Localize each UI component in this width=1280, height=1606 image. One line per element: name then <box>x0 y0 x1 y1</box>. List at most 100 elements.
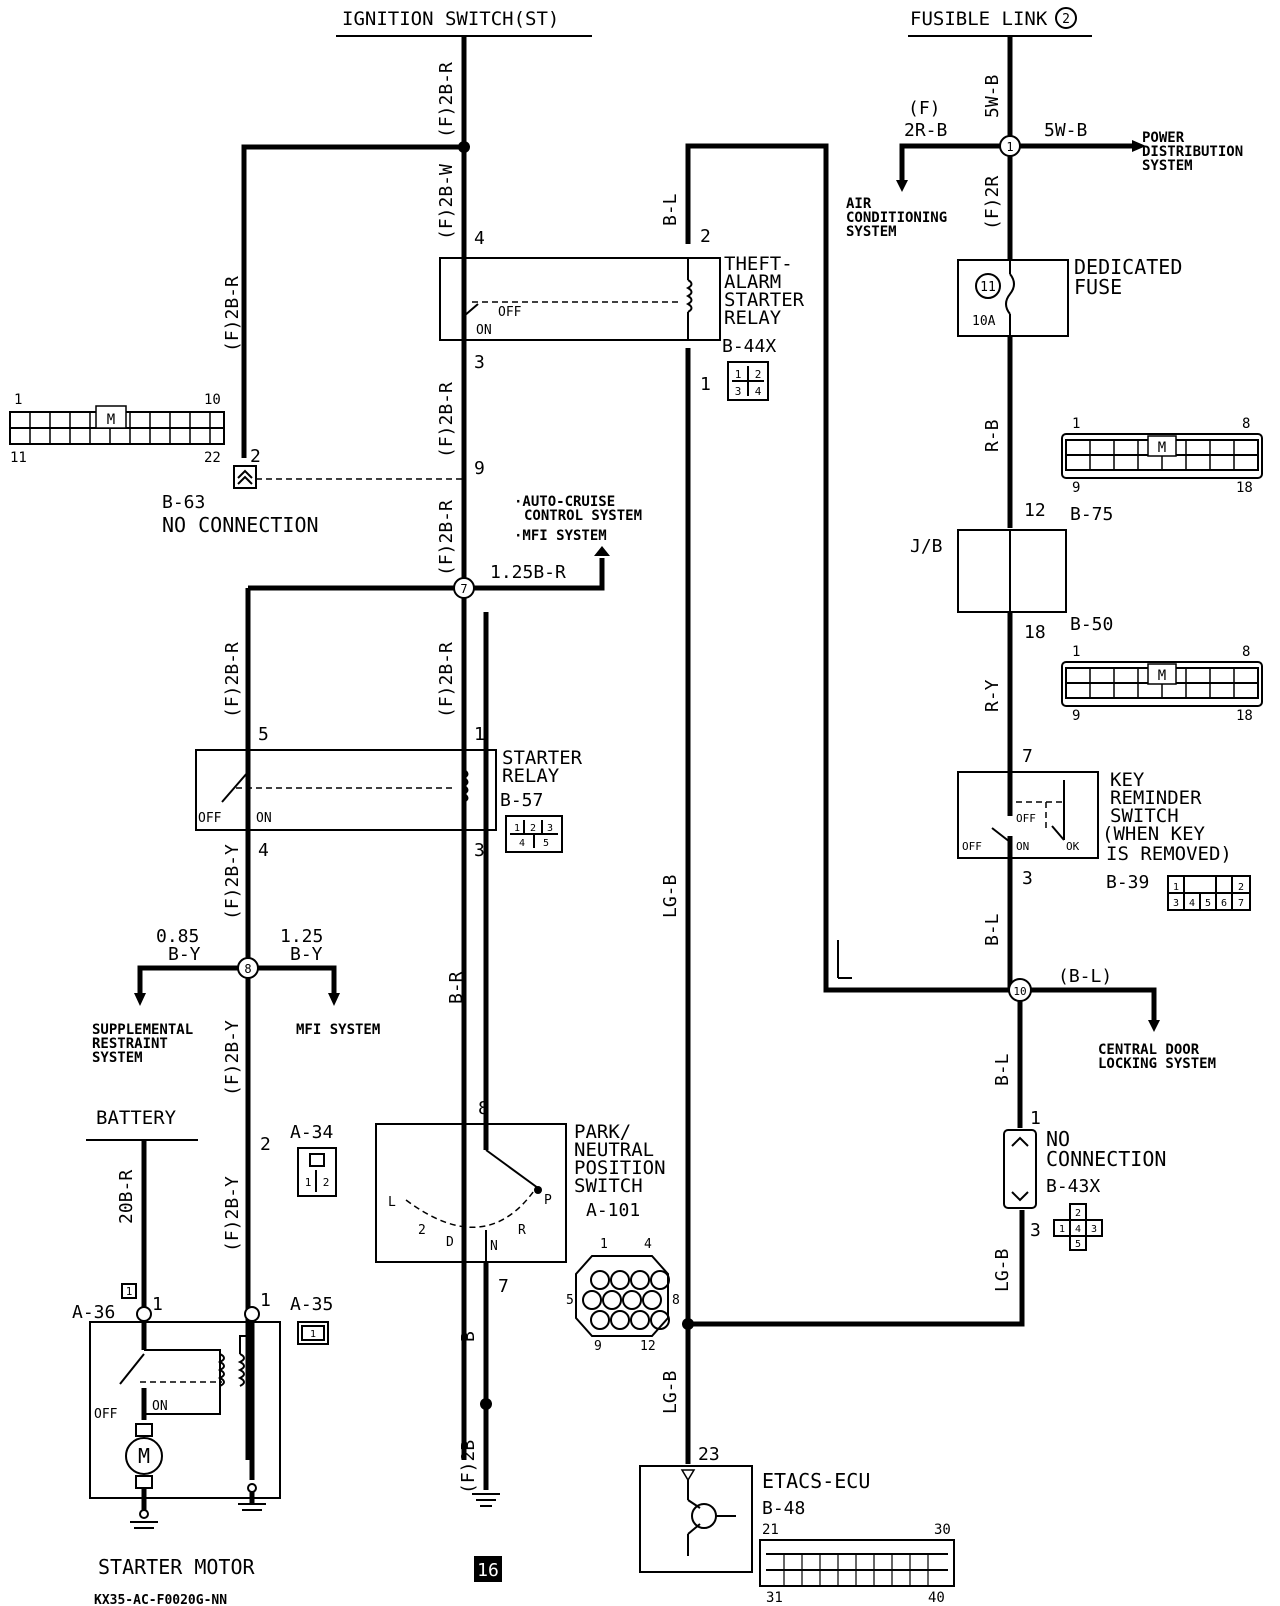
wire-label: 2R-B <box>904 120 947 141</box>
svg-text:23: 23 <box>698 1444 720 1465</box>
svg-text:8: 8 <box>1242 644 1250 660</box>
wires <box>137 36 1160 1490</box>
diagram-code: KX35-AC-F0020G-NN <box>94 1593 227 1606</box>
park-neutral-position-switch: L 2 D N R P 8 7 PARK/ NEUTRAL POSITION S… <box>375 1098 680 1354</box>
wire-label: (F)2B-Y <box>222 1176 243 1252</box>
wire-label: (F)2B <box>458 1440 479 1494</box>
wire-label: (F)2B-R <box>222 276 243 352</box>
svg-text:DEDICATED: DEDICATED <box>1074 255 1182 279</box>
svg-text:ON: ON <box>256 811 272 826</box>
svg-text:2: 2 <box>755 368 762 381</box>
svg-text:SYSTEM: SYSTEM <box>1142 158 1193 174</box>
battery-source: BATTERY 1 A-36 1 <box>72 1107 198 1323</box>
svg-text:·MFI SYSTEM: ·MFI SYSTEM <box>514 528 607 544</box>
svg-text:3: 3 <box>474 840 485 861</box>
wire-label: (F)2B-W <box>436 164 457 240</box>
svg-text:7: 7 <box>1238 898 1244 909</box>
wire-label: 5W-B <box>1044 120 1087 141</box>
svg-text:OFF: OFF <box>962 840 982 853</box>
wire-label: 1.25 <box>280 926 323 947</box>
ground-starter-right <box>238 1483 266 1511</box>
svg-text:1: 1 <box>1006 140 1013 154</box>
svg-text:10: 10 <box>1013 985 1026 998</box>
svg-text:ON: ON <box>1016 840 1029 853</box>
wire-label: (B-L) <box>1058 966 1112 987</box>
svg-text:8: 8 <box>672 1293 680 1308</box>
svg-text:STARTER: STARTER <box>502 747 583 769</box>
svg-text:18: 18 <box>1236 708 1253 724</box>
svg-text:SUPPLEMENTAL: SUPPLEMENTAL <box>92 1022 193 1038</box>
wire-label: (F)2R <box>982 176 1003 230</box>
wire-label: (F)2B-R <box>436 62 457 138</box>
svg-text:B-44X: B-44X <box>722 336 776 357</box>
svg-text:11: 11 <box>10 450 27 466</box>
svg-text:1: 1 <box>1173 882 1179 893</box>
svg-text:SWITCH: SWITCH <box>574 1175 643 1197</box>
svg-text:7: 7 <box>460 582 467 596</box>
b50-connector: M 1 8 9 18 18 B-50 <box>1024 614 1263 724</box>
svg-text:CONTROL SYSTEM: CONTROL SYSTEM <box>524 508 642 524</box>
svg-text:31: 31 <box>766 1590 783 1606</box>
svg-text:A-101: A-101 <box>586 1200 640 1221</box>
wire-label: (F) <box>908 98 941 119</box>
wire-labels: (F)2B-R (F)2B-W (F)2B-R (F)2B-R (F)2B-R … <box>116 62 1112 1494</box>
svg-text:1: 1 <box>14 392 22 408</box>
b43x-connector: 1 3 NO CONNECTION B-43X 2 1 4 3 5 <box>1003 1108 1166 1251</box>
theft-alarm-starter-relay: OFF ON 4 3 2 1 THEFT- ALARM STARTER RELA… <box>439 226 805 401</box>
svg-text:1: 1 <box>152 1294 163 1315</box>
svg-text:M: M <box>107 412 115 428</box>
svg-text:B-39: B-39 <box>1106 872 1149 893</box>
svg-text:16: 16 <box>477 1560 499 1581</box>
svg-text:L: L <box>388 1195 396 1210</box>
svg-text:M: M <box>1158 668 1166 684</box>
svg-text:MFI SYSTEM: MFI SYSTEM <box>296 1022 380 1038</box>
svg-text:1: 1 <box>1059 1224 1065 1235</box>
svg-text:9: 9 <box>1072 480 1080 496</box>
svg-text:D: D <box>446 1235 454 1250</box>
junction-block: J/B <box>910 529 1067 613</box>
wire-label: B-L <box>992 1053 1013 1086</box>
svg-text:3: 3 <box>1173 898 1179 909</box>
svg-text:2: 2 <box>260 1134 271 1155</box>
b63-connector: M 1 10 11 22 2 B-63 NO CONNECTION <box>9 392 319 537</box>
wire-label: (F)2B-Y <box>222 1020 243 1096</box>
starter-relay: OFF ON 5 1 4 3 STARTER RELAY B-57 1 2 3 … <box>195 724 583 861</box>
svg-text:NO CONNECTION: NO CONNECTION <box>162 513 319 537</box>
svg-text:12: 12 <box>640 1339 656 1354</box>
wire-label: LG-B <box>660 875 681 918</box>
svg-text:9: 9 <box>1072 708 1080 724</box>
svg-text:ON: ON <box>476 323 492 338</box>
svg-text:STARTER: STARTER <box>724 289 805 311</box>
wire-label: 5W-B <box>982 75 1003 118</box>
wire-label: 1.25B-R <box>490 562 566 583</box>
svg-text:M: M <box>1158 440 1166 456</box>
svg-text:4: 4 <box>644 1237 652 1252</box>
wire-label: B-Y <box>290 944 323 965</box>
svg-text:3: 3 <box>1022 868 1033 889</box>
svg-text:8: 8 <box>478 1098 489 1119</box>
svg-text:1: 1 <box>1072 644 1080 660</box>
svg-text:B-48: B-48 <box>762 1498 805 1519</box>
ground-starter-left <box>130 1509 158 1529</box>
svg-text:KEY: KEY <box>1110 769 1145 791</box>
pin-9-label: 9 <box>474 458 485 479</box>
wire-label: R-B <box>982 419 1003 452</box>
svg-text:POSITION: POSITION <box>574 1157 666 1179</box>
wire-label: (F)2B-R <box>436 500 457 576</box>
wire-label: (F)2B-Y <box>222 844 243 920</box>
svg-text:2: 2 <box>1075 1208 1081 1219</box>
svg-text:CONDITIONING: CONDITIONING <box>846 210 947 226</box>
svg-text:4: 4 <box>1189 898 1195 909</box>
svg-text:5: 5 <box>1205 898 1211 909</box>
svg-text:OFF: OFF <box>1016 812 1036 825</box>
svg-text:1: 1 <box>1072 416 1080 432</box>
svg-text:2: 2 <box>250 446 261 467</box>
junction-8 <box>237 957 259 979</box>
svg-text:ALARM: ALARM <box>724 271 781 293</box>
wire-label: 20B-R <box>116 1170 137 1224</box>
svg-text:4: 4 <box>519 838 525 849</box>
b43x-pin-block: 2 1 4 3 5 <box>1053 1203 1103 1251</box>
svg-text:5: 5 <box>543 838 549 849</box>
wire-label: LG-B <box>992 1249 1013 1292</box>
key-switch-connector: 1 2 3 4 5 6 7 <box>1167 875 1251 911</box>
